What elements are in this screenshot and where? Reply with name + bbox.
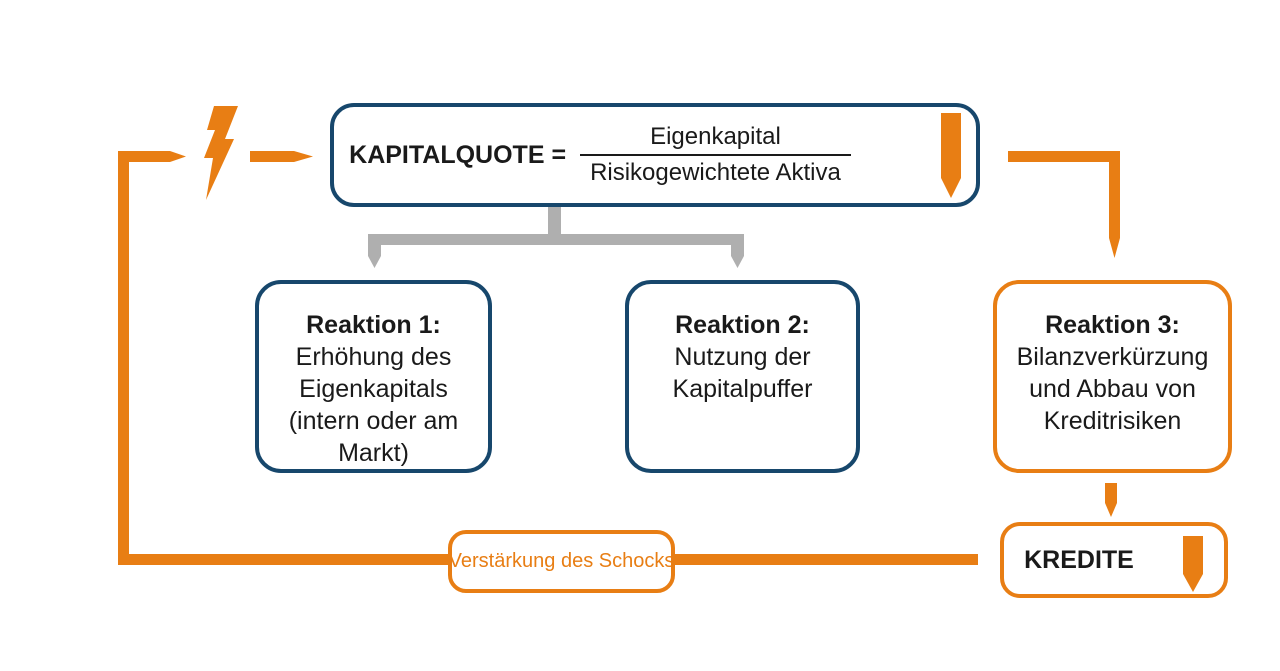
feedback-label-box: Verstärkung des Schocks bbox=[448, 530, 675, 593]
reaktion2-box: Reaktion 2: Nutzung der Kapitalpuffer bbox=[625, 280, 860, 473]
fraction-denominator: Risikogewichtete Aktiva bbox=[590, 159, 841, 186]
shock-lightning-icon bbox=[204, 106, 238, 200]
reaktion2-body: Nutzung der Kapitalpuffer bbox=[672, 343, 813, 403]
reaktion2-title: Reaktion 2: bbox=[675, 311, 810, 339]
reaktion3-box: Reaktion 3: Bilanzverkürzung und Abbau v… bbox=[993, 280, 1232, 473]
branch-crossbar bbox=[368, 234, 744, 245]
reaktion1-title: Reaktion 1: bbox=[306, 311, 441, 339]
reaktion1-body: Erhöhung des Eigenkapitals (intern oder … bbox=[288, 343, 459, 467]
formula-fraction: Eigenkapital Risikogewichtete Aktiva bbox=[580, 123, 851, 187]
feedback-label: Verstärkung des Schocks bbox=[448, 550, 675, 572]
formula-to-reaktion3-arrow bbox=[1008, 151, 1120, 258]
fraction-numerator: Eigenkapital bbox=[580, 123, 851, 156]
decrease-arrow-icon bbox=[941, 113, 961, 198]
reaktion3-to-kredite-arrow bbox=[1105, 483, 1117, 517]
branch-stub bbox=[548, 207, 561, 235]
branch-arrow-left bbox=[368, 234, 381, 268]
reaktion1-box: Reaktion 1: Erhöhung des Eigenkapitals (… bbox=[255, 280, 492, 473]
branch-arrow-right bbox=[731, 234, 744, 268]
reaktion3-body: Bilanzverkürzung und Abbau von Kreditris… bbox=[1016, 343, 1209, 435]
decrease-arrow-icon bbox=[1183, 536, 1203, 592]
shock-to-formula-arrow bbox=[250, 151, 313, 162]
formula-branch-connector bbox=[368, 207, 744, 268]
kapitalquote-formula-box: KAPITALQUOTE = Eigenkapital Risikogewich… bbox=[330, 103, 980, 207]
loop-arrowhead-to-shock bbox=[118, 151, 186, 162]
kredite-box: KREDITE bbox=[1000, 522, 1228, 598]
kredite-label: KREDITE bbox=[1024, 545, 1134, 574]
formula-label: KAPITALQUOTE = bbox=[349, 140, 567, 169]
reaktion3-title: Reaktion 3: bbox=[1045, 311, 1180, 339]
